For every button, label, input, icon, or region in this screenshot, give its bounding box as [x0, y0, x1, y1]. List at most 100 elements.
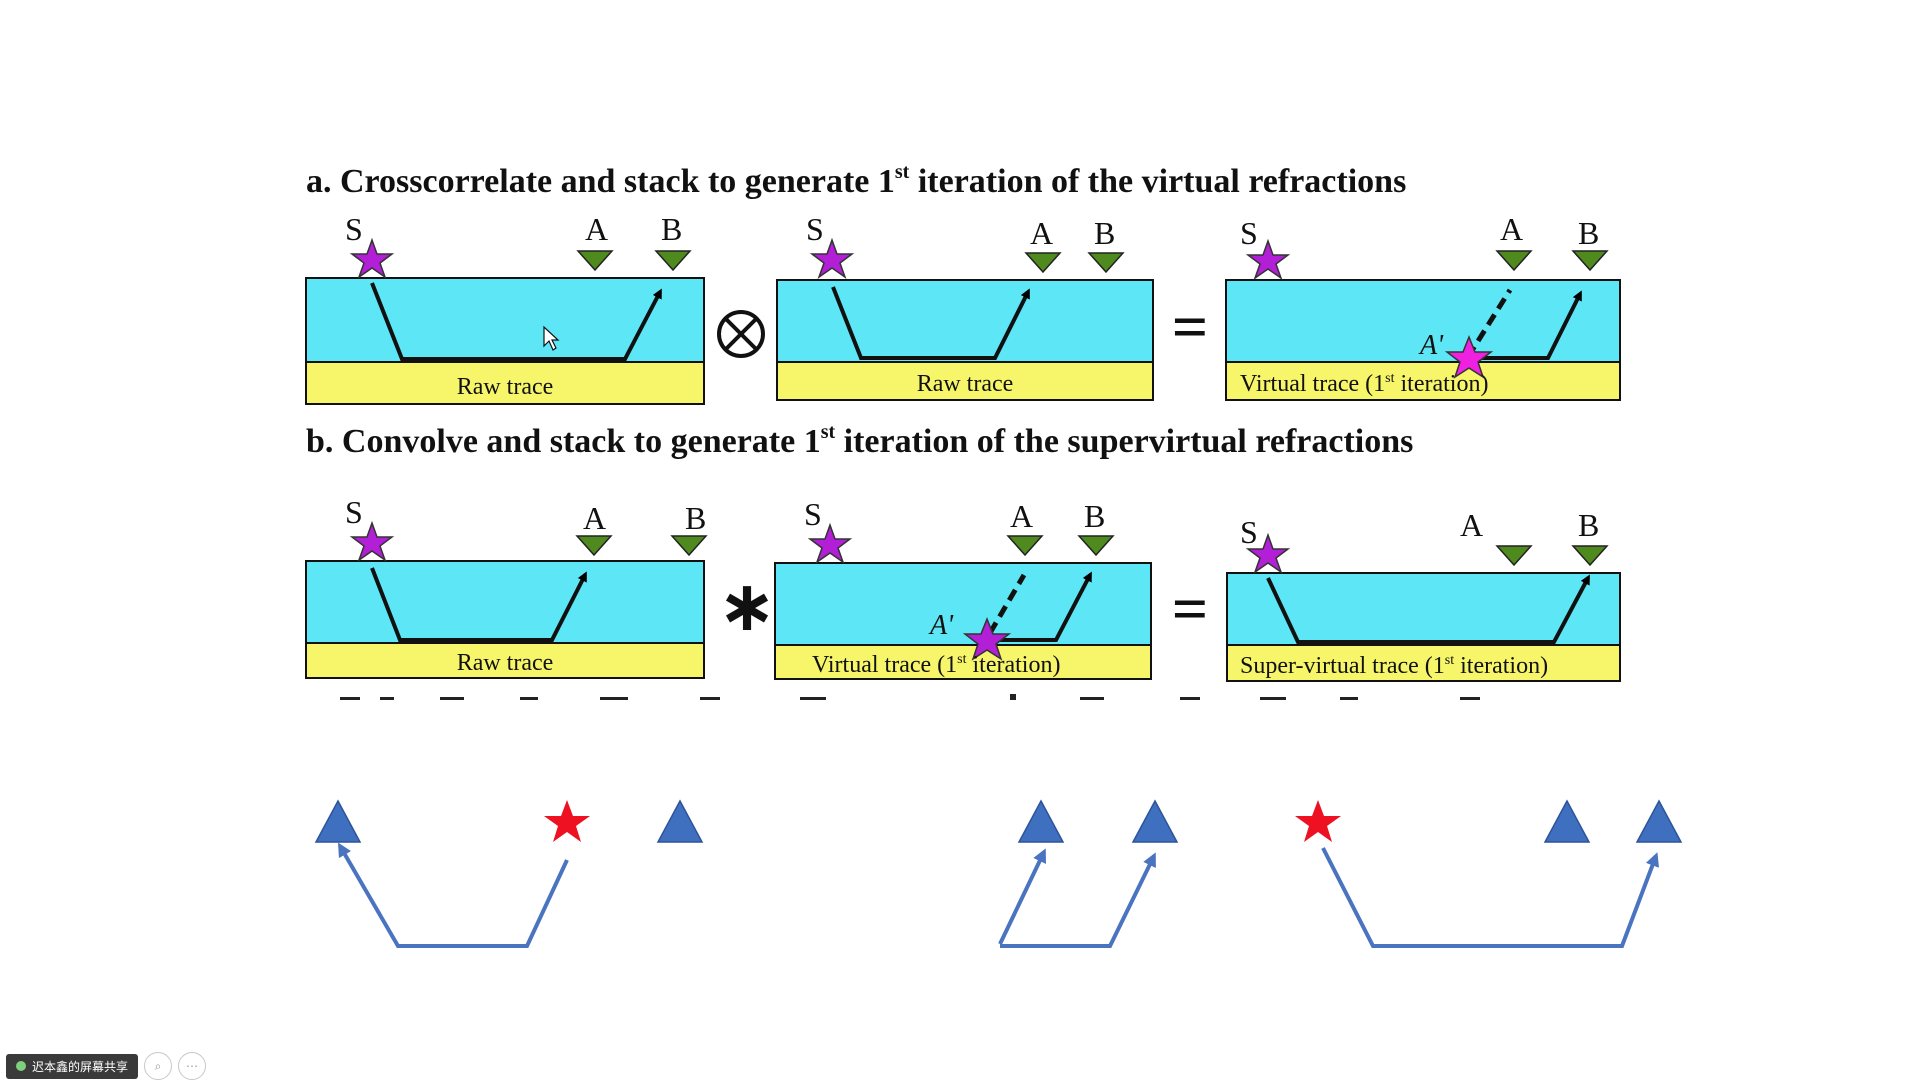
virtual-source-label: A' [1418, 330, 1444, 361]
source-star-icon [544, 800, 590, 842]
receiver-b-icon [1571, 250, 1609, 272]
source-star-icon [349, 237, 395, 279]
receiver-a-label: A [585, 211, 608, 247]
source-label: S [345, 211, 363, 247]
receiver-a-icon [1006, 535, 1044, 557]
panel-b-box-2: A' Virtual trace (1st iteration) S A B [774, 496, 1152, 680]
receiver-b-icon [1087, 252, 1125, 274]
receiver-b-label: B [685, 500, 706, 536]
panel-a-box-1: Raw trace S A B [305, 211, 705, 405]
refraction-ray [370, 567, 587, 642]
panel-b-title: b. Convolve and stack to generate 1st it… [306, 421, 1413, 460]
ray-path-arrow [998, 848, 1047, 945]
virtual-ray-dashed [987, 573, 1027, 635]
virtual-source-star-icon [1444, 334, 1494, 379]
sediment-layer [774, 644, 1152, 680]
source-label: S [806, 211, 824, 247]
panel-a-title-sup: st [895, 161, 910, 183]
ray-path-arrow [337, 842, 569, 948]
water-layer [1226, 572, 1621, 646]
receiver-a-label: A [1010, 498, 1033, 534]
source-star-icon [349, 520, 395, 562]
virtual-source-star-icon [962, 616, 1012, 661]
crosscorrelate-operator-icon [717, 310, 765, 358]
sketch-group-1 [314, 799, 704, 948]
receiver-b-label: B [1084, 498, 1105, 534]
refraction-ray [831, 286, 1030, 360]
sediment-layer [1226, 644, 1621, 682]
receiver-a-label: A [583, 500, 606, 536]
receiver-a-icon [1024, 252, 1062, 274]
source-star-icon [1295, 800, 1341, 842]
receiver-triangle-icon [1131, 799, 1179, 843]
trace-label: Super-virtual trace (1st iteration) [1240, 653, 1548, 679]
trace-label-sup: st [1385, 371, 1394, 386]
source-star-icon [1245, 238, 1291, 280]
sediment-layer [776, 361, 1154, 401]
receiver-b-label: B [1578, 215, 1599, 251]
panel-a-box-3: A' Virtual trace (1st iteration) S A B [1225, 211, 1621, 401]
source-label: S [345, 494, 363, 530]
screen-share-indicator[interactable]: 迟本鑫的屏幕共享 [6, 1053, 139, 1079]
panel-a-title-rest: iteration of the virtual refractions [909, 163, 1406, 200]
water-layer [305, 560, 705, 644]
receiver-b-icon [654, 250, 692, 272]
receiver-b-label: B [661, 211, 682, 247]
trace-label-pre: Virtual trace (1 [1240, 371, 1385, 397]
source-star-icon [807, 522, 853, 564]
sediment-layer [1225, 361, 1621, 401]
refraction-ray [1470, 290, 1582, 360]
trace-label: Raw trace [457, 374, 554, 400]
refraction-ray [1266, 574, 1590, 644]
sediment-layer [305, 642, 705, 679]
trace-label: Virtual trace (1st iteration) [1240, 371, 1488, 397]
refraction-ray [992, 571, 1092, 642]
trace-label: Raw trace [457, 650, 554, 676]
mic-icon [16, 1061, 26, 1071]
receiver-a-icon [576, 250, 614, 272]
clipped-text-fragment [306, 696, 1486, 702]
zoom-icon[interactable]: ⌕ [144, 1052, 173, 1080]
panel-b-title-sup: st [821, 421, 836, 443]
trace-label-post: iteration) [1454, 653, 1548, 679]
source-star-icon [809, 237, 855, 279]
receiver-a-icon [1495, 545, 1533, 567]
trace-label-sup: st [957, 652, 966, 667]
equals-sign: = [1172, 573, 1208, 644]
receiver-a-icon [1495, 250, 1533, 272]
sediment-layer [305, 361, 705, 405]
trace-label-pre: Super-virtual trace (1 [1240, 653, 1445, 679]
trace-label: Raw trace [917, 371, 1014, 397]
panel-a-box-2: Raw trace S A B [776, 211, 1154, 401]
receiver-a-label: A [1030, 215, 1053, 251]
equals-sign: = [1172, 291, 1208, 362]
screen-share-label: 迟本鑫的屏幕共享 [32, 1059, 129, 1074]
receiver-b-icon [1571, 545, 1609, 567]
convolve-operator: ∗ [718, 565, 777, 647]
receiver-triangle-icon [1017, 799, 1065, 843]
receiver-a-label: A [1460, 507, 1483, 543]
screen-share-bar: 迟本鑫的屏幕共享 ⌕ ⋯ [0, 1052, 212, 1080]
source-star-icon [1245, 532, 1291, 574]
receiver-a-label: A [1500, 211, 1523, 247]
water-layer [305, 277, 705, 363]
receiver-b-icon [1077, 535, 1115, 557]
receiver-a-icon [575, 535, 613, 557]
sketch-group-3 [1295, 799, 1683, 948]
more-icon[interactable]: ⋯ [178, 1052, 207, 1080]
source-label: S [1240, 514, 1258, 550]
panel-b-box-3: Super-virtual trace (1st iteration) S A … [1226, 507, 1621, 682]
source-label: S [1240, 215, 1258, 251]
virtual-source-label: A' [928, 610, 954, 641]
water-layer [774, 562, 1152, 646]
trace-label-sup: st [1445, 653, 1454, 668]
virtual-ray-dashed [1465, 288, 1513, 359]
trace-label-post: iteration) [967, 652, 1061, 678]
panel-b-title-main: b. Convolve and stack to generate 1 [306, 423, 821, 460]
ray-path-arrow [1321, 847, 1660, 948]
receiver-triangle-icon [1635, 799, 1683, 843]
mouse-cursor-icon [543, 325, 560, 351]
panel-a-title-main: a. Crosscorrelate and stack to generate … [306, 163, 895, 200]
receiver-b-label: B [1094, 215, 1115, 251]
